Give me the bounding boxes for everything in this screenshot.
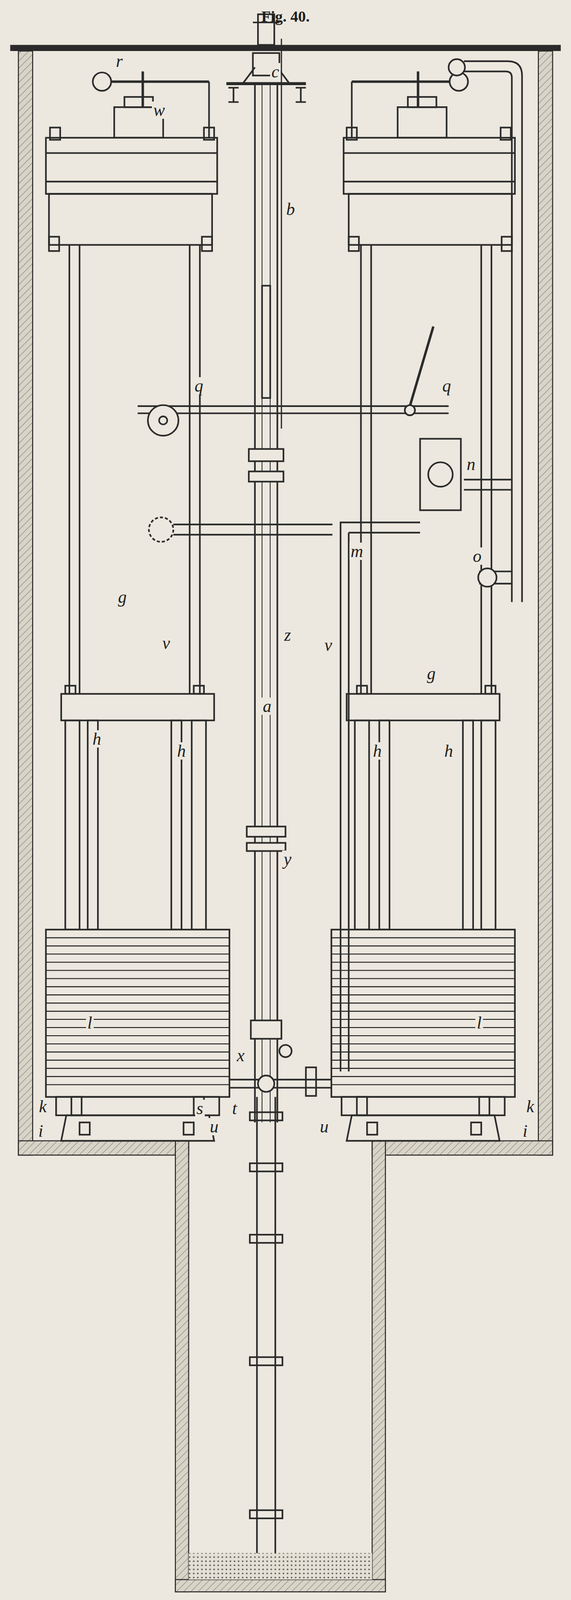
part-letter: t (230, 1098, 239, 1117)
part-letter: s (195, 1098, 205, 1117)
part-letter: l (475, 1013, 484, 1031)
part-letter: v (322, 635, 334, 654)
part-letter: a (261, 696, 274, 715)
part-letter: h (371, 741, 384, 759)
part-letter: g (425, 664, 437, 682)
part-letter: v (161, 633, 172, 652)
part-letter: x (235, 1045, 247, 1064)
part-letter: m (349, 542, 365, 560)
part-letter: l (86, 1013, 94, 1031)
part-letter: k (37, 1096, 49, 1115)
part-letter: r (114, 52, 125, 70)
part-letter: h (442, 741, 455, 759)
part-letter: c (270, 62, 281, 81)
part-letter: i (521, 1121, 530, 1139)
part-letter: y (282, 849, 293, 868)
part-letter: n (465, 455, 477, 473)
figure-title: Fig. 40. (261, 8, 310, 25)
part-letter: h (91, 729, 103, 747)
part-letter: q (193, 376, 205, 395)
part-letter: q (440, 376, 453, 395)
part-letter: b (285, 200, 297, 218)
part-letter: o (471, 546, 484, 565)
part-letter: u (318, 1117, 331, 1135)
part-letter: i (37, 1121, 45, 1139)
part-letter: w (151, 101, 167, 119)
part-letter: h (175, 741, 188, 759)
part-letter: k (524, 1096, 536, 1115)
part-letter: u (208, 1117, 221, 1135)
part-letter: g (116, 587, 129, 606)
part-letter: z (282, 625, 293, 644)
